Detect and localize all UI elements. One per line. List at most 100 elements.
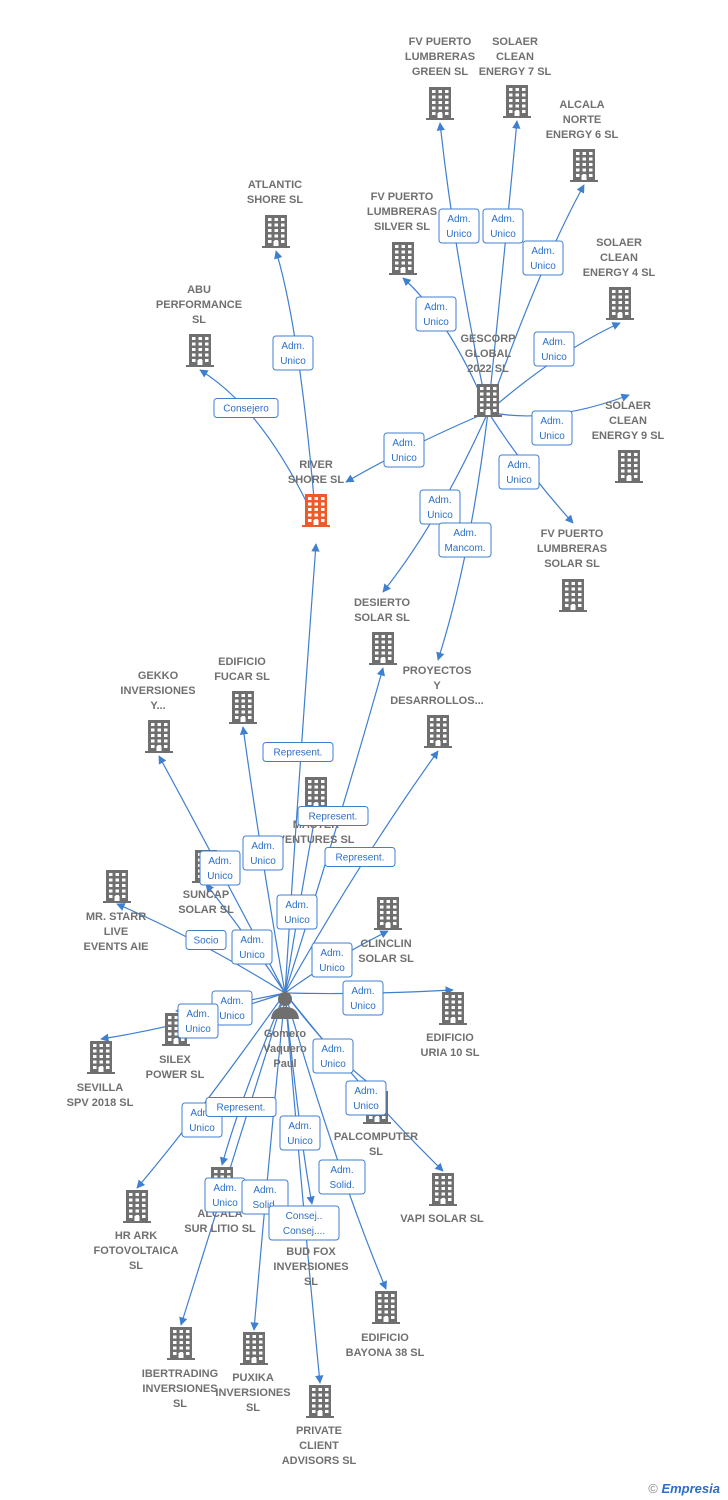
edge-label-person-to-gekko[interactable]: Adm.Unico [199,850,241,886]
edge-label-text: Adm. [447,214,470,225]
node-label: SILVER SL [374,221,430,233]
building-icon [615,450,643,483]
edge-label-text: Adm. [531,246,554,257]
node-label: SUNCAP [183,889,229,901]
edge-label-person-to-suncap[interactable]: Adm.Unico [231,929,273,965]
node-label: SOLAR SL [354,612,410,624]
node-vapi[interactable]: VAPI SOLAR SL [400,1173,484,1225]
node-label: GREEN SL [412,66,469,78]
node-label: SL [304,1276,318,1288]
edge-label-text: Adm. [240,935,263,946]
edge-label-gescorp-to-fv_silver[interactable]: Adm.Unico [415,296,457,332]
node-proyectos[interactable]: PROYECTOSYDESARROLLOS... [390,665,484,748]
edge-label-person-to-bud_fox[interactable]: Adm.Unico [279,1115,321,1151]
edge-label-person-to-sevilla[interactable]: Adm.Unico [177,1003,219,1039]
edge-label-person-to-master[interactable]: Adm.Unico [276,894,318,930]
edge-label-gescorp-to-alcala_norte[interactable]: Adm.Unico [522,240,564,276]
edge-label-river-to-atlantic[interactable]: Adm.Unico [272,335,314,371]
edge-label-person-to-uria[interactable]: Adm.Unico [342,980,384,1016]
building-icon [302,494,330,527]
node-gekko[interactable]: GEKKOINVERSIONESY... [120,670,196,753]
edge-label-gescorp-to-solaer9[interactable]: Adm.Unico [531,410,573,446]
node-label: ENERGY 7 SL [479,66,552,78]
edge-label-person-to-clinclin[interactable]: Adm.Unico [311,942,353,978]
edge-gescorp-to-solaer7 [487,120,521,413]
edge-label-text: Unico [185,1024,211,1035]
edge-label-gescorp-to-fv_solar[interactable]: Adm.Unico [498,454,540,490]
edge-label-gescorp-to-desierto[interactable]: Adm.Unico [419,489,461,525]
edge-label-gescorp-to-river[interactable]: Adm.Unico [383,432,425,468]
edge-label-person-to-palcomputer[interactable]: Adm.Unico [312,1038,354,1074]
building-icon [145,720,173,753]
edge-label-person-to-starr[interactable]: Socio [185,930,227,950]
building-icon [103,870,131,903]
footer: © Empresia [648,1481,720,1496]
edge-label-gescorp-to-proyectos[interactable]: Adm.Mancom. [438,522,492,558]
node-label: CLEAN [600,252,638,264]
edge-label-person-to-vapi[interactable]: Adm.Unico [345,1080,387,1116]
node-label: PERFORMANCE [156,299,242,311]
edge-label-text: Adm. [491,214,514,225]
edge-gescorp-to-alcala_norte [487,184,585,413]
brand-logo[interactable]: Empresia [661,1481,720,1496]
edge-label-text: Unico [284,915,310,926]
edge-label-gescorp-to-fv_green[interactable]: Adm. Unico [438,208,480,244]
edge-label-person-to-bayona[interactable]: Adm.Solid. [318,1159,366,1195]
edge-label-person-to-river[interactable]: Represent. [262,742,334,762]
edge-label-text: Adm. [213,1183,236,1194]
node-label: SL [173,1398,187,1410]
node-label: CLINCLIN [360,938,411,950]
node-label: FV PUERTO [409,36,472,48]
edge-person-to-bud_fox [284,992,315,1205]
edge-label-person-to-desierto[interactable]: Represent. [297,806,369,826]
edge-label-text: Unico [446,229,472,240]
edge-person-to-river [284,543,320,994]
node-label: INVERSIONES [215,1387,290,1399]
edge-label-person-to-private[interactable]: Consej..Consej.... [268,1205,340,1241]
node-label: EDIFICIO [361,1332,409,1344]
edge-label-person-to-proyectos[interactable]: Represent. [324,847,396,867]
node-label: GEKKO [138,670,179,682]
edge-label-gescorp-to-solaer4[interactable]: Adm.Unico [533,331,575,367]
node-label: EDIFICIO [426,1032,474,1044]
edge-label-person-to-fucar[interactable]: Adm.Unico [242,835,284,871]
edge-label-text: Represent. [217,1103,266,1114]
edge-label-text: Adm. [453,528,476,539]
edge-gescorp-to-fv_green [436,122,489,413]
edge-label-gescorp-to-solaer7[interactable]: Adm.Unico [482,208,524,244]
edge-label-text: Adm. [428,495,451,506]
edge-label-text: Adm. [208,856,231,867]
node-label: SOLAER [605,400,651,412]
edge-label-river-to-abu[interactable]: Consejero [213,398,279,418]
edge-label-person-to-alcala_sur[interactable]: Represent. [205,1097,277,1117]
edge-label-text: Unico [350,1001,376,1012]
node-label: SL [192,314,206,326]
node-label: VAPI SOLAR SL [400,1213,484,1225]
building-icon [474,384,502,417]
edge-label-text: Adm. [540,416,563,427]
edge-label-person-to-ibertrading[interactable]: Adm.Unico [204,1177,246,1213]
